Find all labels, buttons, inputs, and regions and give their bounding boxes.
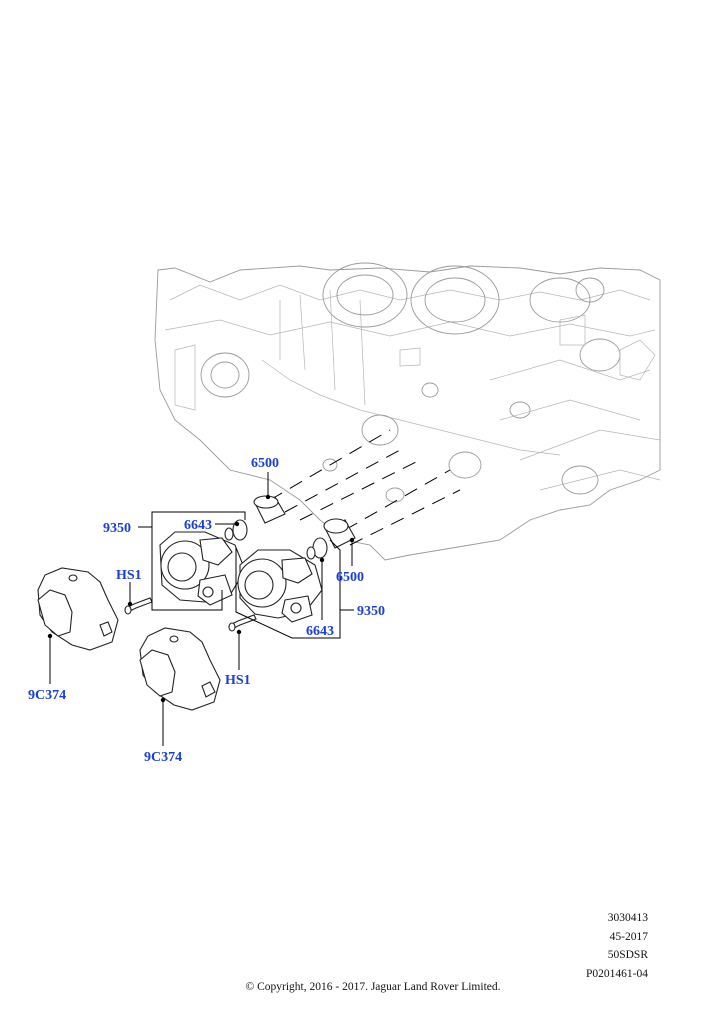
cover-left [37,567,119,651]
ref-code-1: 3030413 [607,912,648,924]
ref-code-2: 45-2017 [609,930,648,943]
callout-6643-left[interactable]: 6643 [184,518,212,533]
callout-6643-right[interactable]: 6643 [306,624,334,639]
callout-9c374-right[interactable]: 9C374 [144,750,182,765]
bolt-left [124,597,153,615]
fuel-pump-left [159,531,246,606]
callout-6500-top[interactable]: 6500 [251,456,279,471]
cover-right [139,627,221,711]
callout-hs1-right[interactable]: HS1 [225,673,251,688]
tappet-left [253,495,286,524]
leader-lines [47,472,355,746]
fuel-pump-right [237,549,323,623]
alignment-lines [269,429,461,546]
tappet-right [323,518,356,549]
ref-code-3: 50SDSR [607,949,648,961]
callout-9350-left[interactable]: 9350 [103,521,131,536]
reference-codes: 3030413 45-2017 50SDSR P0201461-04 [586,909,648,983]
o-ring-right [306,537,328,560]
callout-9c374-left[interactable]: 9C374 [28,688,66,703]
copyright-notice: © Copyright, 2016 - 2017. Jaguar Land Ro… [245,981,501,993]
callout-6500-right[interactable]: 6500 [336,570,364,585]
bolt-right [228,614,257,632]
ref-code-4: P0201461-04 [586,967,648,980]
callout-hs1-left[interactable]: HS1 [116,568,142,583]
engine-block-illustration [154,262,661,561]
callout-9350-right[interactable]: 9350 [357,604,385,619]
